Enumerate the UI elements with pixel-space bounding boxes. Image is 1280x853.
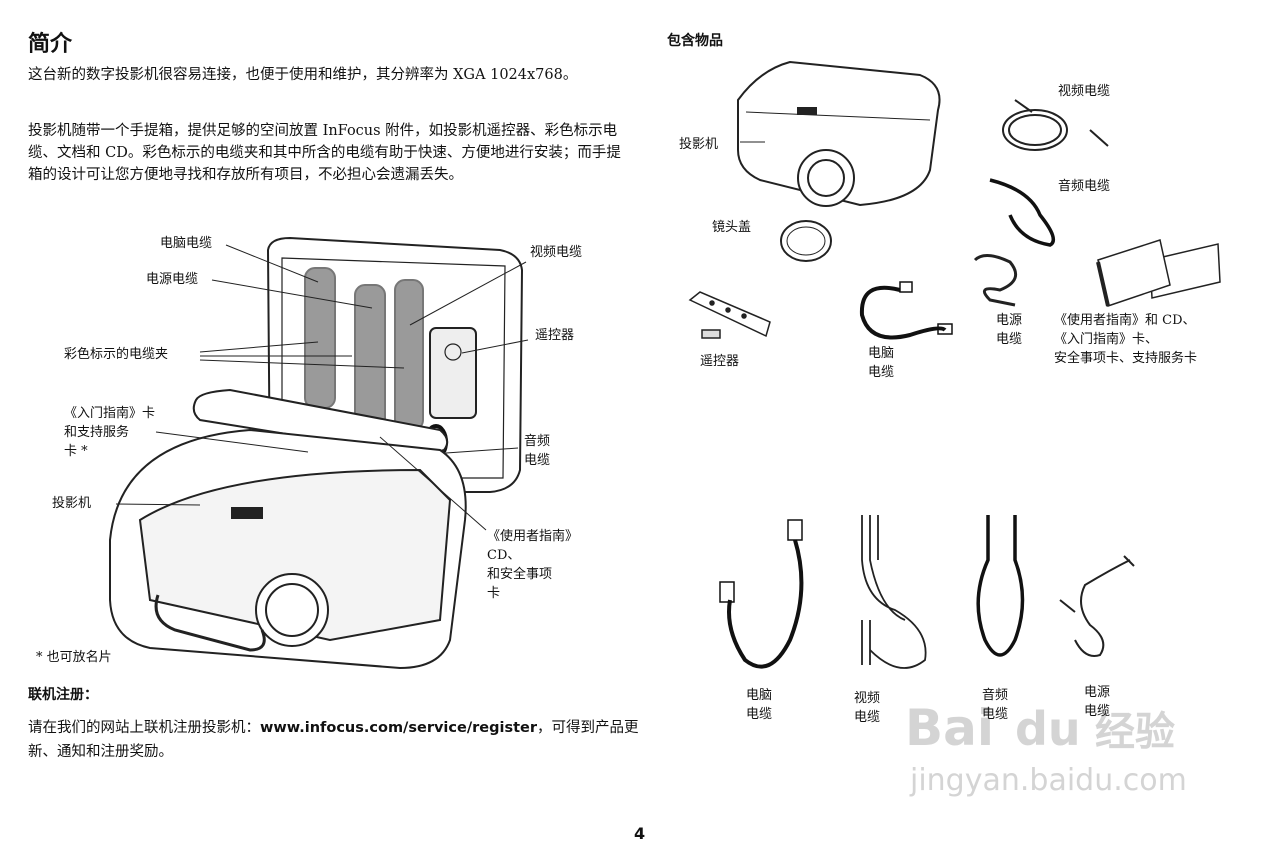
label-right-computer-cable: 电脑 电缆 <box>868 346 895 380</box>
bottom-audio-cable <box>976 515 1025 657</box>
label-cable-clips: 彩色标示的电缆夹 <box>64 347 169 362</box>
label-right-video-cable: 视频电缆 <box>1058 84 1111 99</box>
video-cable-illustration <box>1002 99 1109 151</box>
label-user-guide: 《使用者指南》 CD、 和安全事项 卡 <box>487 529 579 601</box>
register-text-after: ，可得到产品更新、通知和注册奖励。 <box>28 720 639 760</box>
label-bottom-power-cable: 电源 电缆 <box>1084 685 1111 719</box>
computer-cable-illustration <box>859 281 953 340</box>
bottom-power-cable <box>1059 555 1135 657</box>
label-right-projector: 投影机 <box>679 137 719 152</box>
register-text: 请在我们的网站上联机注册投影机：www.infocus.com/service/… <box>28 716 648 764</box>
power-cable-illustration <box>973 254 1018 307</box>
remote-illustration <box>688 291 771 339</box>
register-title: 联机注册： <box>28 687 98 703</box>
footnote: * 也可放名片 <box>36 650 112 665</box>
bottom-video-cable <box>861 515 927 669</box>
register-url[interactable]: www.infocus.com/service/register <box>260 720 537 736</box>
bottom-computer-cable <box>719 519 804 669</box>
carrying-case-illustration <box>109 236 524 670</box>
label-bottom-computer-cable: 电脑 电缆 <box>746 688 773 722</box>
label-right-docs: 《使用者指南》和 CD、 《入门指南》卡、 安全事项卡、支持服务卡 <box>1054 313 1198 366</box>
label-lens-cap: 镜头盖 <box>712 220 752 235</box>
label-quick-start: 《入门指南》卡 和支持服务 卡 * <box>64 406 156 459</box>
intro-paragraph: 这台新的数字投影机很容易连接，也便于使用和维护，其分辨率为 XGA 1024x7… <box>28 67 578 83</box>
case-paragraph: 投影机随带一个手提箱，提供足够的空间放置 InFocus 附件，如投影机遥控器、… <box>28 123 621 183</box>
label-right-power-cable: 电源 电缆 <box>996 313 1023 347</box>
documents-illustration <box>1096 239 1221 307</box>
page-number: 4 <box>634 824 646 843</box>
register-text-before: 请在我们的网站上联机注册投影机： <box>28 720 260 736</box>
label-bottom-audio-cable: 音频 电缆 <box>982 688 1009 722</box>
svg-text:Bai: Bai <box>905 699 994 757</box>
projector-illustration <box>737 60 941 207</box>
label-right-audio-cable: 音频电缆 <box>1058 179 1111 194</box>
svg-text:经验: 经验 <box>1095 709 1175 755</box>
svg-text:jingyan.baidu.com: jingyan.baidu.com <box>909 763 1187 798</box>
label-computer-cable: 电脑电缆 <box>160 236 213 251</box>
case-leader-lines <box>115 244 529 531</box>
label-video-cable: 视频电缆 <box>530 245 583 260</box>
baidu-watermark: Bai du 经验 jingyan.baidu.com <box>905 699 1187 798</box>
label-bottom-video-cable: 视频 电缆 <box>854 691 881 725</box>
audio-cable-illustration <box>989 178 1056 247</box>
page-title: 简介 <box>28 31 73 57</box>
label-power-cable: 电源电缆 <box>146 272 199 287</box>
contents-title: 包含物品 <box>667 33 723 49</box>
svg-text:du: du <box>1015 702 1081 756</box>
label-right-remote: 遥控器 <box>700 354 740 369</box>
label-projector: 投影机 <box>52 496 92 511</box>
label-remote: 遥控器 <box>535 328 575 343</box>
lens-cap-illustration <box>780 220 832 262</box>
label-audio-cable: 音频 电缆 <box>524 434 551 468</box>
